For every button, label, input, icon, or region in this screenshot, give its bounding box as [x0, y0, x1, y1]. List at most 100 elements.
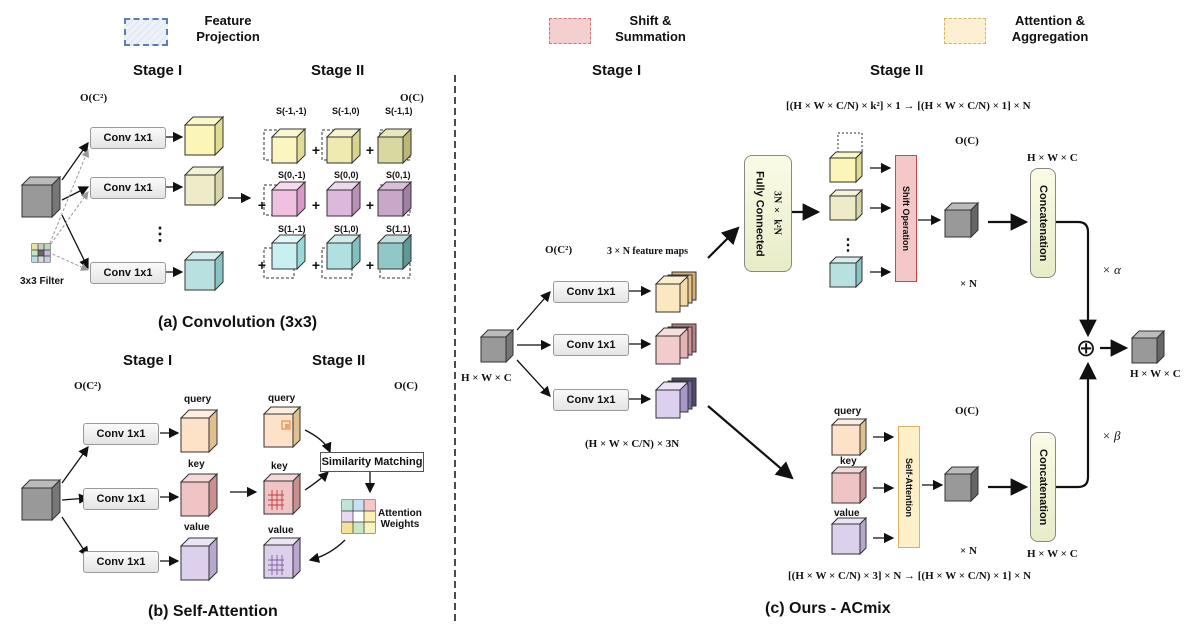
conv-feature-cube-3 — [183, 250, 225, 292]
shift-label-3: S(0,-1) — [278, 170, 306, 180]
sa-key-cube — [179, 472, 219, 518]
conv-feature-cube-2 — [183, 165, 225, 207]
beta-weight: × β — [1102, 428, 1121, 443]
acmix-sa-value-cube — [830, 516, 868, 556]
acmix-proj-dim: (H × W × C/N) × 3N — [585, 438, 680, 450]
acmix-conv-block-3: Conv 1x1 — [553, 389, 629, 411]
sa-value-cube — [179, 536, 219, 582]
shift-label-1: S(-1,0) — [332, 106, 360, 116]
conv-stage1-title: Stage I — [133, 62, 183, 79]
shift-operation-block: Shift Operation — [895, 155, 917, 282]
acmix-stack-purple — [654, 377, 697, 419]
svg-text:⋮: ⋮ — [840, 237, 856, 254]
acmix-input-cube — [479, 328, 515, 364]
sa-stage2-title: Stage II — [312, 352, 366, 369]
sa2-value-label: value — [268, 525, 294, 536]
sa-key-label: key — [188, 459, 205, 470]
legend-attention-swatch — [944, 18, 986, 44]
shift-label-6: S(1,-1) — [278, 224, 306, 234]
svg-text:+: + — [366, 142, 374, 158]
attention-weights-label: Attention Weights — [378, 508, 422, 530]
acmix-stack-yellow — [654, 271, 697, 313]
acmix-bottom-formula: [(H × W × C/N) × 3] × N → [(H × W × C/N)… — [788, 570, 1032, 582]
acmix-stack-pink — [654, 323, 697, 365]
acmix-shift-output-cube — [943, 201, 980, 239]
sa2-value-cube — [262, 536, 302, 580]
acmix-query-label: query — [834, 406, 862, 417]
acmix-top-formula: [(H × W × C/N) × k²] × 1 → [(H × W × C/N… — [786, 100, 1031, 112]
concat-label-top: Concatenation — [1037, 184, 1049, 262]
acmix-sa-times: × N — [960, 545, 977, 557]
acmix-input-dim: H × W × C — [461, 372, 512, 384]
plus-signs: ++ +++ +++ — [258, 142, 374, 273]
svg-text:+: + — [366, 197, 374, 213]
svg-text:+: + — [312, 142, 320, 158]
sa-conv-block-2: Conv 1x1 — [83, 488, 159, 510]
shift-label-7: S(1,0) — [334, 224, 359, 234]
sa2-key-cube — [262, 472, 302, 516]
legend-shift-swatch — [549, 18, 591, 44]
filter-label: 3x3 Filter — [20, 276, 64, 287]
conv-1x1-block-1: Conv 1x1 — [90, 127, 166, 149]
self-attention-block: Self-Attention — [898, 426, 920, 548]
concat-block-bottom: Concatenation — [1030, 432, 1056, 542]
conv-complexity-2: O(C) — [400, 92, 424, 104]
shift-label-2: S(-1,1) — [385, 106, 413, 116]
shift-label-8: S(1,1) — [386, 224, 411, 234]
acmix-caption: (c) Ours - ACmix — [765, 600, 891, 617]
attention-weights-grid-icon — [341, 499, 376, 534]
sa-conv-block-1: Conv 1x1 — [83, 423, 159, 445]
conv-stage2-title: Stage II — [311, 62, 365, 79]
conv-arrow-3 — [61, 214, 89, 270]
acmix-shift-cube-2 — [828, 188, 864, 222]
acmix-feature-maps-label: 3 × N feature maps — [607, 246, 689, 257]
conv-caption: (a) Convolution (3x3) — [158, 314, 318, 331]
acmix-output-dim: H × W × C — [1130, 368, 1181, 380]
svg-text:⋮: ⋮ — [151, 224, 169, 244]
sa-query-label: query — [184, 394, 212, 405]
sa-caption: (b) Self-Attention — [148, 603, 278, 620]
conv-1x1-block-2: Conv 1x1 — [90, 177, 166, 199]
conv-1x1-block-3: Conv 1x1 — [90, 262, 166, 284]
acmix-sa-complexity: O(C) — [955, 405, 979, 417]
sa-stage1-title: Stage I — [123, 352, 173, 369]
sa2-query-cube — [262, 405, 302, 449]
svg-text:+: + — [366, 257, 374, 273]
svg-text:+: + — [312, 257, 320, 273]
acmix-conv-block-2: Conv 1x1 — [553, 334, 629, 356]
acmix-key-label: key — [840, 456, 857, 467]
acmix-shift-cube-3 — [828, 255, 864, 289]
shift-operation-label: Shift Operation — [901, 186, 911, 251]
acmix-stage1-title: Stage I — [592, 62, 642, 79]
acmix-sa-query-cube — [830, 417, 868, 457]
legend-attention-label: Attention & Aggregation — [1011, 13, 1089, 45]
fc-dim: 3N × k²N — [771, 191, 783, 236]
sa-query-cube — [179, 408, 219, 454]
svg-text:+: + — [258, 197, 266, 213]
fully-connected-block: Fully Connected 3N × k²N — [744, 155, 792, 272]
acmix-sa-output-cube — [943, 465, 980, 503]
fc-label: Fully Connected — [753, 170, 766, 257]
similarity-matching-box: Similarity Matching — [320, 452, 424, 472]
concat-dim-bottom: H × W × C — [1027, 548, 1078, 560]
legend-projection-swatch — [124, 18, 168, 46]
shift-label-0: S(-1,-1) — [276, 106, 307, 116]
sa-complexity-2: O(C) — [394, 380, 418, 392]
sum-icon: ⊕ — [1076, 334, 1097, 362]
conv-arrow-2 — [61, 186, 90, 201]
filter-grid-icon — [31, 243, 51, 263]
self-attention-label: Self-Attention — [904, 457, 914, 517]
acmix-shift-complexity: O(C) — [955, 135, 979, 147]
conv-feature-cube-1 — [183, 115, 225, 157]
acmix-shift-times: × N — [960, 278, 977, 290]
concat-label-bottom: Concatenation — [1037, 448, 1049, 526]
acmix-output-cube — [1130, 329, 1166, 365]
sa-value-label: value — [184, 522, 210, 533]
acmix-conv-block-1: Conv 1x1 — [553, 281, 629, 303]
shift-label-4: S(0,0) — [334, 170, 359, 180]
svg-text:+: + — [258, 257, 266, 273]
acmix-shift-cube-1 — [828, 132, 864, 184]
shift-label-5: S(0,1) — [386, 170, 411, 180]
acmix-complexity-1: O(C²) — [545, 244, 573, 256]
acmix-value-label: value — [834, 508, 860, 519]
